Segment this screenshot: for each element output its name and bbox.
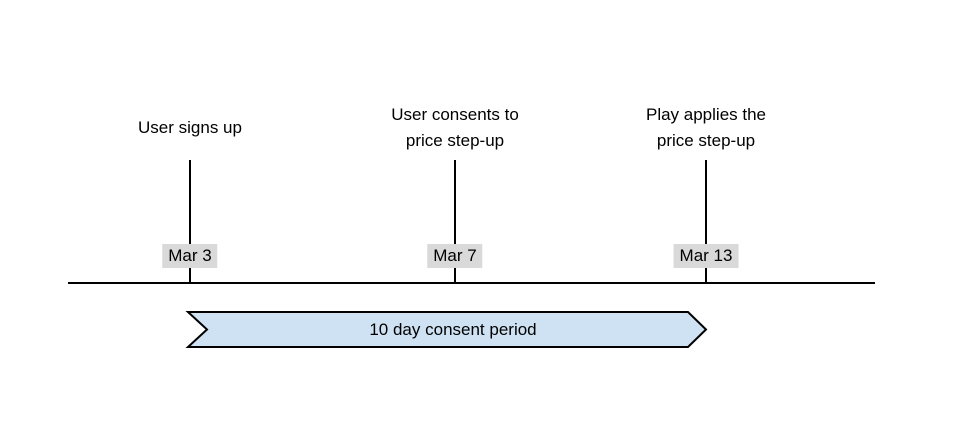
event-tick-line xyxy=(189,160,191,283)
timeline-axis xyxy=(68,282,875,284)
event-date-chip: Mar 3 xyxy=(162,244,218,268)
event-label-line: Play applies the xyxy=(645,105,767,124)
event-label: User signs up xyxy=(60,102,320,154)
event-label: Play applies the price step-up xyxy=(576,102,836,154)
event-date-chip: Mar 13 xyxy=(673,244,739,268)
event-date-chip: Mar 7 xyxy=(427,244,483,268)
banner-label: 10 day consent period xyxy=(369,320,537,339)
event-tick-line xyxy=(454,160,456,283)
event-label-line: User signs up xyxy=(138,118,242,137)
event-label-line: User consents to xyxy=(391,105,519,124)
event-label-line: price step-up xyxy=(405,131,505,150)
banner-chevron-shape xyxy=(185,311,708,348)
event-label: User consents to price step-up xyxy=(325,102,585,154)
event-label-line: price step-up xyxy=(656,131,756,150)
event-tick-line xyxy=(705,160,707,283)
consent-period-banner: 10 day consent period xyxy=(185,310,710,350)
